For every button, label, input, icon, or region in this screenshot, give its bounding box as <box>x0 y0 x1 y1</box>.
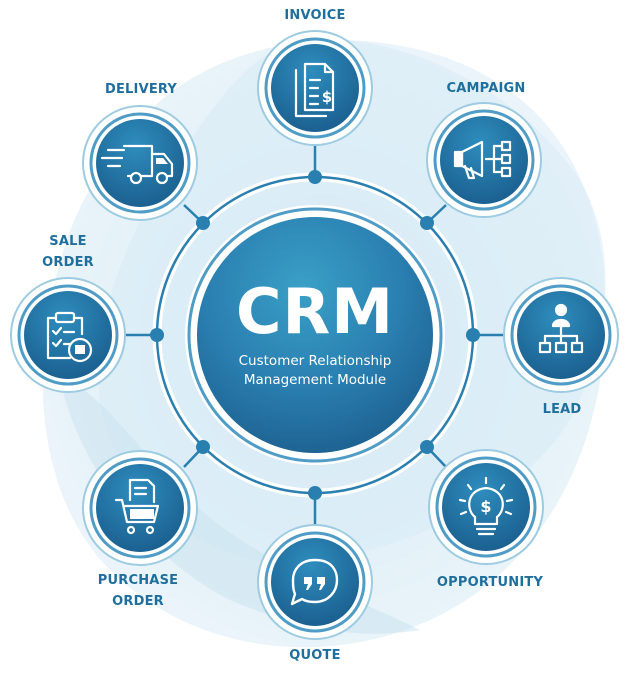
label-invoice: INVOICE <box>284 5 345 26</box>
crm-center <box>185 205 445 465</box>
opportunity-icon: $ <box>458 476 514 536</box>
purchase-order-icon <box>114 478 160 535</box>
label-quote: QUOTE <box>289 645 340 666</box>
label-invoice-text: INVOICE <box>284 8 346 23</box>
label-campaign: CAMPAIGN <box>447 78 526 99</box>
delivery-icon <box>100 144 174 185</box>
svg-text:$: $ <box>480 497 491 516</box>
node-campaign <box>426 102 542 218</box>
node-quote <box>257 524 373 640</box>
invoice-icon: $ <box>294 62 335 118</box>
node-opportunity <box>428 449 544 565</box>
node-delivery <box>82 105 198 221</box>
label-opportunity: OPPORTUNITY <box>437 572 543 593</box>
label-purchase-order-line2: ORDER <box>112 594 164 609</box>
crm-subtitle-line1: Customer Relationship <box>238 353 392 369</box>
quote-icon <box>290 558 339 606</box>
label-sale-order: SALE ORDER <box>42 231 94 273</box>
label-lead: LEAD <box>543 399 582 420</box>
label-delivery: DELIVERY <box>105 79 177 100</box>
label-sale-order-line2: ORDER <box>42 255 94 270</box>
crm-title: CRM <box>236 275 394 348</box>
label-opportunity-text: OPPORTUNITY <box>436 575 544 590</box>
lead-icon <box>538 303 584 354</box>
label-sale-order-line1: SALE <box>49 234 87 249</box>
crm-subtitle: Customer Relationship Management Module <box>239 352 392 390</box>
label-campaign-text: CAMPAIGN <box>446 81 526 96</box>
junction-dots <box>150 170 480 500</box>
label-purchase-order: PURCHASE ORDER <box>98 570 178 612</box>
label-purchase-order-line1: PURCHASE <box>97 573 179 588</box>
node-purchase-order <box>82 450 198 566</box>
label-quote-text: QUOTE <box>289 648 341 663</box>
crm-subtitle-line2: Management Module <box>243 372 387 388</box>
campaign-icon <box>453 140 512 180</box>
label-delivery-text: DELIVERY <box>104 82 178 97</box>
label-lead-text: LEAD <box>542 402 582 417</box>
svg-text:$: $ <box>322 88 332 106</box>
sale-order-icon <box>46 311 93 363</box>
node-sale-order <box>10 277 126 393</box>
